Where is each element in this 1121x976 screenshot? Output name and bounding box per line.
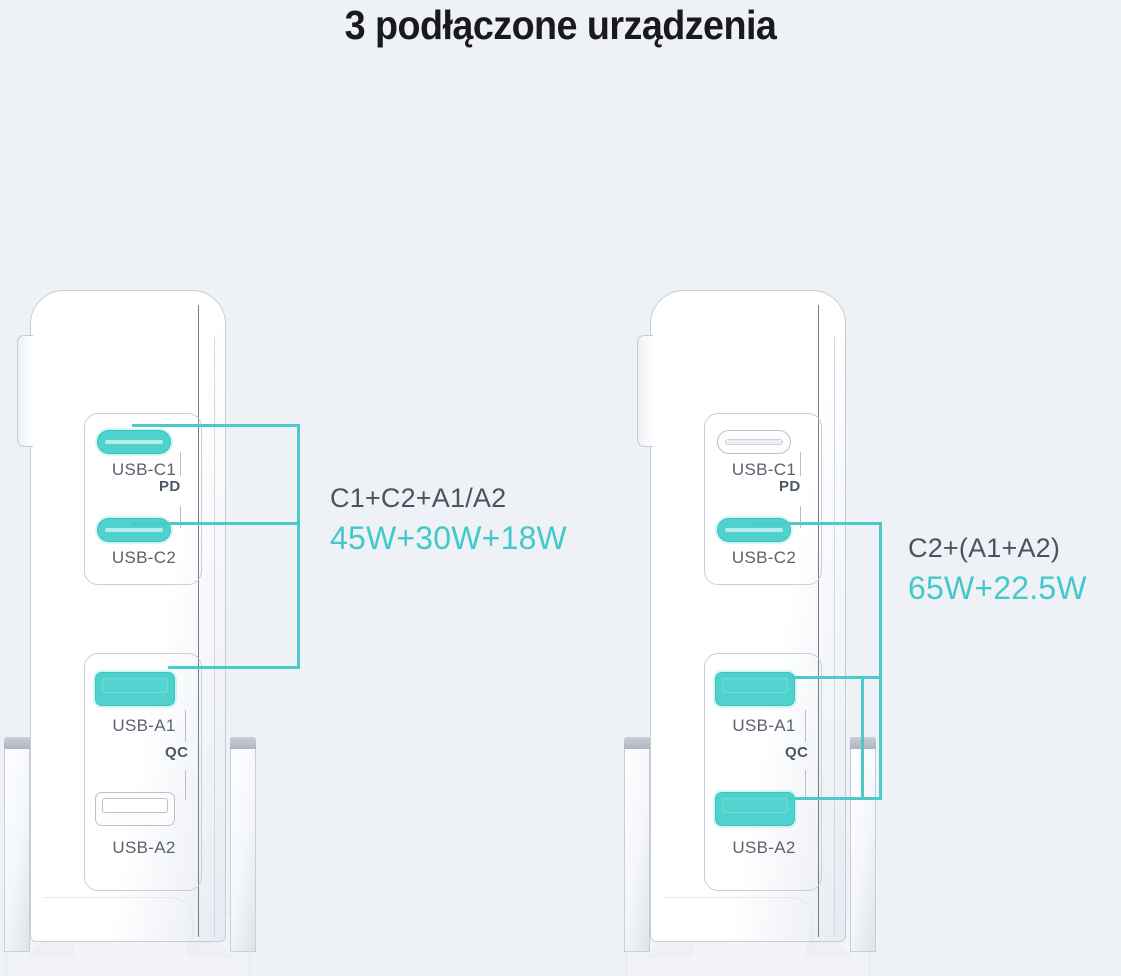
callout-left: C1+C2+A1/A2 45W+30W+18W: [330, 483, 567, 557]
tag-pd: PD: [779, 478, 801, 495]
pd-whisker-top: [180, 452, 182, 476]
callout-line-c2: [752, 522, 882, 525]
callout-combination-left: C1+C2+A1/A2: [330, 483, 507, 513]
usb-a-port-group: USB-A1 USB-A2 QC: [84, 653, 202, 891]
qc-whisker-top: [805, 710, 807, 742]
charger-body: USB-C1 USB-C2 PD USB-A1 USB-A2 QC: [637, 290, 846, 942]
tag-pd: PD: [159, 478, 181, 495]
wall-prong-right: [230, 737, 256, 952]
body-seam-secondary: [834, 337, 835, 937]
body-fold: [43, 897, 193, 941]
prong-cap-icon: [624, 737, 650, 749]
qc-whisker-top: [185, 710, 187, 742]
side-tab: [17, 335, 33, 447]
page-title: 3 podłączone urządzenia: [344, 2, 777, 48]
callout-right: C2+(A1+A2) 65W+22.5W: [908, 533, 1087, 607]
usb-c-port-group: USB-C1 USB-C2 PD: [84, 413, 202, 585]
callout-line-a1: [168, 666, 300, 669]
usb-a-slot-icon: [722, 678, 788, 693]
body-fold: [663, 897, 813, 941]
body-seam-secondary: [214, 337, 215, 937]
callout-wattage-left: 45W+30W+18W: [330, 520, 567, 556]
pd-whisker-top: [800, 452, 802, 476]
tag-qc: QC: [785, 744, 809, 761]
prong-cap-icon: [230, 737, 256, 749]
usb-a-slot-icon: [102, 678, 168, 693]
port-usb-a2[interactable]: [715, 792, 795, 826]
usb-c-port-group: USB-C1 USB-C2 PD: [704, 413, 822, 585]
right-charger: USB-C1 USB-C2 PD USB-A1 USB-A2 QC: [620, 280, 880, 976]
pd-whisker-bottom: [800, 506, 802, 528]
port-label-usb-a2: USB-A2: [112, 838, 176, 857]
usb-c-slot-icon: [105, 440, 163, 444]
callout-line-a1: [788, 676, 882, 679]
wall-prong-left: [624, 737, 650, 952]
body-seam: [817, 305, 819, 937]
callout-wattage-right: 65W+22.5W: [908, 570, 1087, 606]
callout-spine-right-inner: [861, 676, 864, 800]
left-charger: USB-C1 USB-C2 PD USB-A1 USB-A2 QC: [0, 280, 260, 976]
usb-a-port-group: USB-A1 USB-A2 QC: [704, 653, 822, 891]
port-label-usb-c1: USB-C1: [731, 460, 797, 479]
callout-line-c1: [132, 424, 300, 427]
port-usb-c1[interactable]: [97, 430, 171, 454]
body-seam: [197, 305, 199, 937]
wall-prong-left: [4, 737, 30, 952]
pd-whisker-bottom: [180, 506, 182, 528]
callout-combination-right: C2+(A1+A2): [908, 533, 1061, 563]
callout-line-c2: [132, 522, 300, 525]
port-label-usb-a1: USB-A1: [112, 716, 176, 735]
charger-body: USB-C1 USB-C2 PD USB-A1 USB-A2 QC: [17, 290, 226, 942]
callout-line-a2: [788, 797, 882, 800]
port-usb-a1[interactable]: [715, 672, 795, 706]
side-tab: [637, 335, 653, 447]
tag-qc: QC: [165, 744, 189, 761]
usb-c-slot-icon: [725, 439, 783, 445]
prong-cap-icon: [4, 737, 30, 749]
port-label-usb-c1: USB-C1: [111, 460, 177, 479]
port-label-usb-a1: USB-A1: [732, 716, 796, 735]
port-usb-a2[interactable]: [95, 792, 175, 826]
callout-spine-left: [297, 424, 300, 669]
port-label-usb-a2: USB-A2: [732, 838, 796, 857]
usb-c-slot-icon: [725, 528, 783, 532]
port-usb-a1[interactable]: [95, 672, 175, 706]
qc-whisker-bottom: [805, 770, 807, 800]
usb-a-slot-icon: [722, 798, 788, 813]
port-label-usb-c2: USB-C2: [731, 548, 797, 567]
port-label-usb-c2: USB-C2: [111, 548, 177, 567]
callout-spine-right: [879, 522, 882, 800]
usb-c-slot-icon: [105, 528, 163, 532]
qc-whisker-bottom: [185, 770, 187, 800]
port-usb-c1[interactable]: [717, 430, 791, 454]
usb-a-slot-icon: [102, 798, 168, 813]
